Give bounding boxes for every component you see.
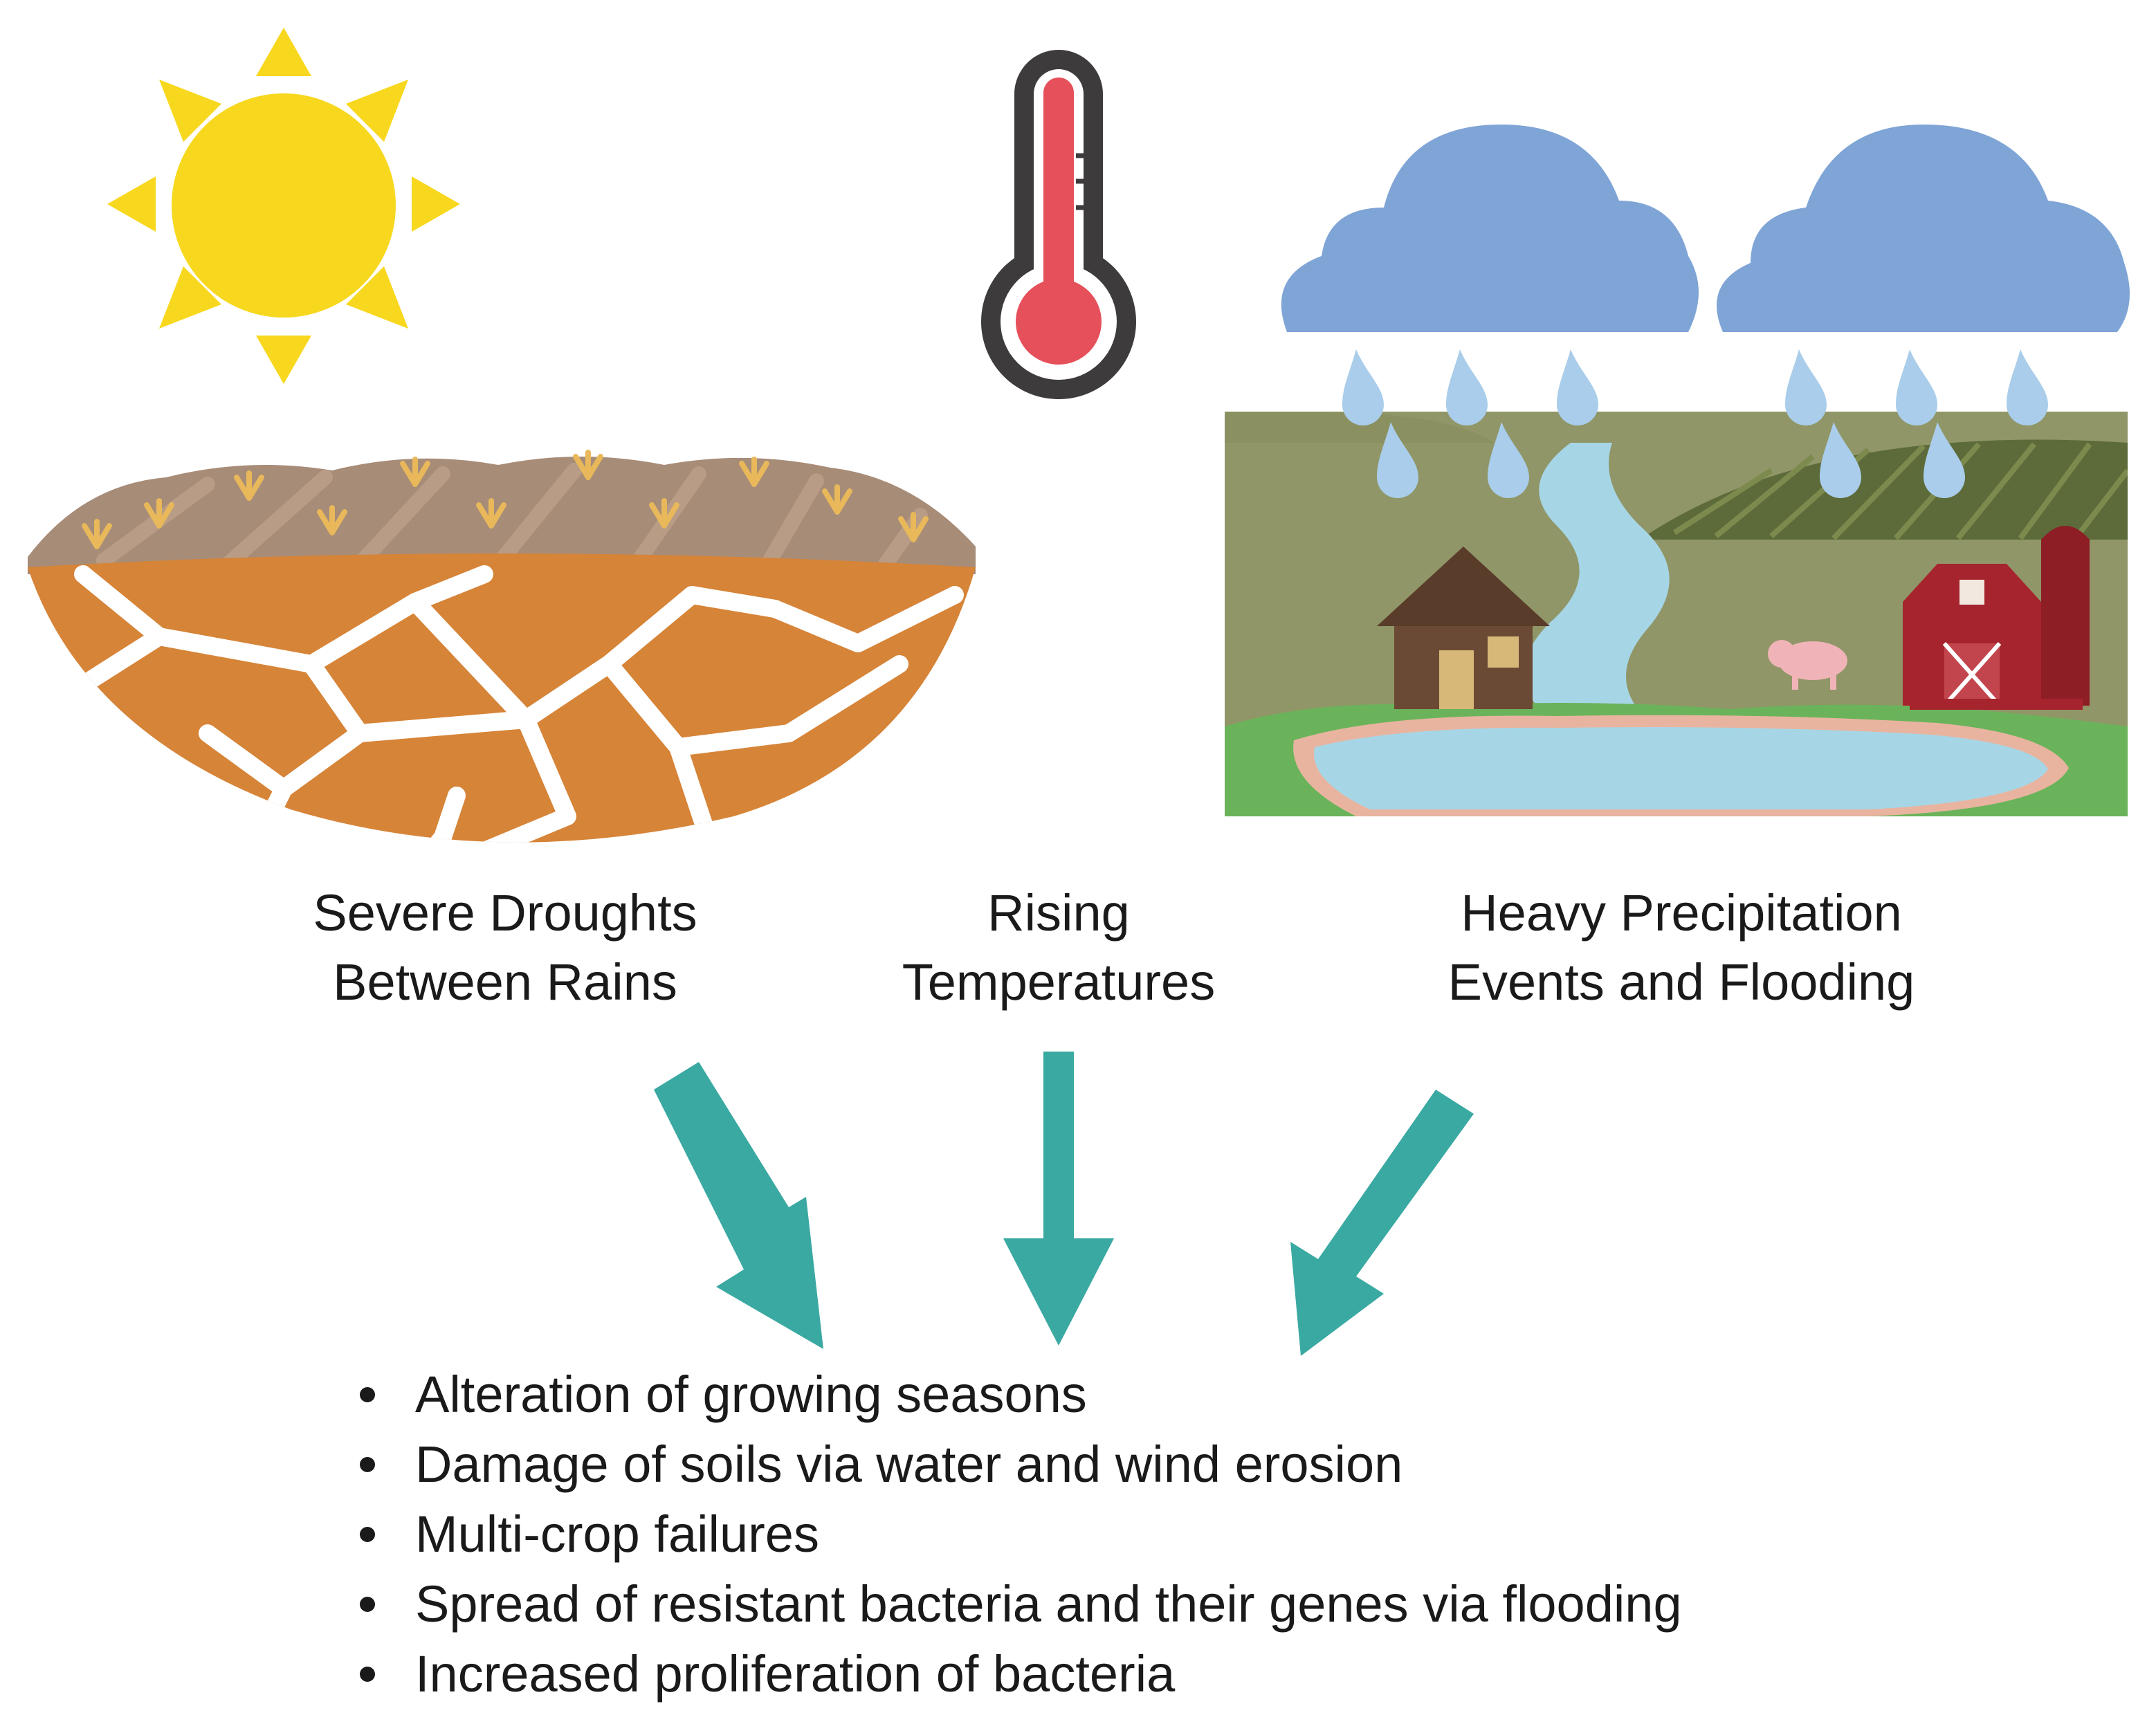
caption-severe-droughts: Severe Droughts Between Rains (221, 879, 789, 1017)
arrow-icon-right (1290, 1090, 1474, 1356)
arrow-icon-center (1003, 1052, 1114, 1346)
arrow-icon-left (654, 1062, 823, 1349)
caption-line: Heavy Precipitation (1461, 884, 1902, 942)
effects-list: Alteration of growing seasons Damage of … (346, 1359, 1682, 1709)
list-item: Multi-crop failures (346, 1499, 1682, 1569)
pig-illustration (1768, 640, 1847, 690)
list-item: Damage of soils via water and wind erosi… (346, 1429, 1682, 1499)
raindrop-icon (1342, 349, 2048, 498)
sun-icon (107, 28, 460, 384)
cloud-icon (1281, 125, 2130, 332)
caption-rising-temperatures: Rising Temperatures (796, 879, 1322, 1017)
drought-soil-illustration (28, 450, 976, 843)
list-item: Alteration of growing seasons (346, 1359, 1682, 1429)
caption-line: Between Rains (333, 953, 677, 1011)
caption-line: Events and Flooding (1447, 953, 1915, 1011)
flood-farm-illustration (1225, 125, 2130, 816)
list-item: Spread of resistant bacteria and their g… (346, 1569, 1682, 1639)
caption-heavy-precipitation: Heavy Precipitation Events and Flooding (1356, 879, 2007, 1017)
caption-line: Temperatures (902, 953, 1216, 1011)
arrow-group (654, 1052, 1474, 1356)
list-item: Increased proliferation of bacteria (346, 1639, 1682, 1709)
barn-illustration (1903, 526, 2090, 710)
thermometer-icon (981, 50, 1136, 399)
caption-line: Severe Droughts (313, 884, 697, 942)
caption-line: Rising (987, 884, 1130, 942)
house-illustration (1377, 547, 1550, 709)
